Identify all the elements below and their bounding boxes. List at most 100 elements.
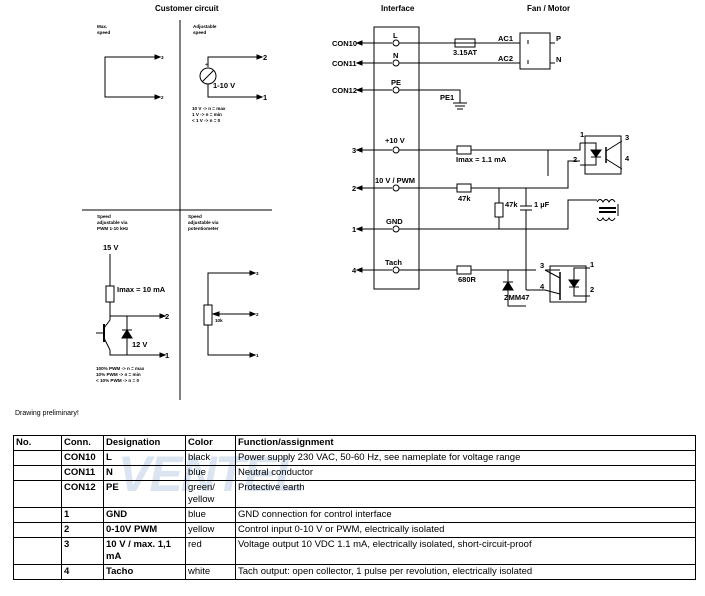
svg-text:P: P [556, 34, 561, 43]
connection-table: No. Conn. Designation Color Function/ass… [13, 435, 696, 580]
svg-text:10 V / PWM: 10 V / PWM [375, 176, 415, 185]
header-fan-motor: Fan / Motor [527, 4, 570, 13]
row-designation: 0-10V PWM [103, 522, 186, 538]
svg-text:N: N [393, 51, 398, 60]
svg-text:3: 3 [256, 271, 259, 276]
table-row: CON10 L black Power supply 230 VAC, 50-6… [13, 450, 696, 466]
svg-text:adjustable via: adjustable via [188, 220, 219, 225]
row-designation: L [103, 450, 186, 466]
svg-text:4: 4 [352, 266, 357, 275]
svg-text:PE: PE [391, 78, 401, 87]
svg-text:2: 2 [352, 184, 356, 193]
svg-text:1: 1 [165, 351, 169, 360]
svg-text:GND: GND [386, 217, 403, 226]
row-function: Tach output: open collector, 1 pulse per… [235, 564, 696, 580]
row-designation: PE [103, 480, 186, 508]
svg-text:AC1: AC1 [498, 34, 513, 43]
svg-text:1 µF: 1 µF [534, 200, 550, 209]
svg-text:3: 3 [625, 133, 629, 142]
row-color: green/ yellow [185, 480, 236, 508]
svg-text:speed: speed [193, 30, 206, 35]
row-function: Control input 0-10 V or PWM, electricall… [235, 522, 696, 538]
svg-text:1 V -> n = min: 1 V -> n = min [192, 112, 222, 117]
transformer-icon [580, 199, 619, 221]
table-row: 2 0-10V PWM yellow Control input 0-10 V … [13, 522, 696, 538]
header-no: No. [13, 435, 62, 451]
svg-text:Imax = 10 mA: Imax = 10 mA [117, 285, 166, 294]
svg-text:Speed: Speed [188, 214, 202, 219]
power-section: CON10 CON11 CON12 L N PE 3.15AT PE1 [332, 31, 520, 110]
row-designation: GND [103, 507, 186, 523]
svg-text:< 1 V -> n = 0: < 1 V -> n = 0 [192, 118, 221, 123]
row-conn: CON11 [61, 465, 104, 481]
row-conn: CON10 [61, 450, 104, 466]
svg-text:AC2: AC2 [498, 54, 513, 63]
svg-text:+: + [205, 62, 208, 67]
row-color: black [185, 450, 236, 466]
row-no [13, 564, 62, 580]
optocoupler-1: 1 2 3 4 [573, 130, 630, 175]
svg-text:CON11: CON11 [332, 59, 357, 68]
svg-text:3: 3 [161, 55, 164, 60]
svg-text:N: N [556, 55, 561, 64]
row-color: blue [185, 465, 236, 481]
row-color: red [185, 537, 236, 565]
fan-motor-block: AC1 AC2 P N [498, 32, 561, 70]
svg-text:2: 2 [256, 312, 259, 317]
svg-text:100% PWM -> n = max: 100% PWM -> n = max [96, 366, 145, 371]
row-color: white [185, 564, 236, 580]
svg-text:47k: 47k [458, 194, 471, 203]
row-conn: CON12 [61, 480, 104, 508]
drawing-preliminary-note: Drawing preliminary! [15, 410, 79, 417]
svg-text:1: 1 [263, 93, 267, 102]
row-color: blue [185, 507, 236, 523]
svg-text:Tach: Tach [385, 258, 402, 267]
svg-text:10k: 10k [215, 318, 223, 323]
svg-text:Adjustable: Adjustable [193, 24, 217, 29]
svg-text:2: 2 [165, 312, 169, 321]
svg-text:PWM 1-10 kHz: PWM 1-10 kHz [97, 226, 129, 231]
svg-text:CON10: CON10 [332, 39, 357, 48]
svg-text:10 V -> n = max: 10 V -> n = max [192, 106, 226, 111]
max-speed-block: Max. speed 3 2 [97, 24, 164, 100]
row-no [13, 507, 62, 523]
header-customer-circuit: Customer circuit [155, 4, 219, 13]
svg-text:3.15AT: 3.15AT [453, 48, 477, 57]
svg-text:3: 3 [352, 146, 356, 155]
svg-text:Max.: Max. [97, 24, 107, 29]
optocoupler-2: 3 4 1 2 [540, 260, 594, 303]
row-conn: 4 [61, 564, 104, 580]
table-row: CON11 N blue Neutral conductor [13, 465, 696, 481]
signal-section: 3 2 1 4 +10 V 10 V / PWM GND Tach Imax =… [352, 136, 580, 307]
table-row: 1 GND blue GND connection for control in… [13, 507, 696, 523]
row-conn: 1 [61, 507, 104, 523]
svg-text:15 V: 15 V [103, 243, 118, 252]
row-no [13, 522, 62, 538]
svg-text:4: 4 [540, 282, 545, 291]
svg-text:+10 V: +10 V [385, 136, 405, 145]
svg-text:3: 3 [540, 261, 544, 270]
header-function: Function/assignment [235, 435, 696, 451]
row-conn: 2 [61, 522, 104, 538]
svg-text:12 V: 12 V [132, 340, 147, 349]
row-designation: Tacho [103, 564, 186, 580]
header-interface: Interface [381, 4, 415, 13]
row-no [13, 537, 62, 565]
table-row: 4 Tacho white Tach output: open collecto… [13, 564, 696, 580]
svg-text:1: 1 [256, 353, 259, 358]
svg-text:speed: speed [97, 30, 110, 35]
svg-text:L: L [393, 31, 398, 40]
svg-text:2: 2 [161, 95, 164, 100]
header-color: Color [185, 435, 236, 451]
svg-text:47k: 47k [505, 200, 518, 209]
svg-text:680R: 680R [458, 275, 477, 284]
table-row: CON12 PE green/ yellow Protective earth [13, 480, 696, 508]
table-row: 3 10 V / max. 1,1 mA red Voltage output … [13, 537, 696, 565]
row-designation: N [103, 465, 186, 481]
svg-text:potentiometer: potentiometer [188, 226, 219, 231]
header-conn: Conn. [61, 435, 104, 451]
svg-text:CON12: CON12 [332, 86, 357, 95]
adjustable-speed-block: Adjustable speed + 2 1 1-10 V 10 V -> n … [192, 24, 267, 123]
svg-text:1: 1 [352, 225, 356, 234]
svg-text:4: 4 [625, 154, 630, 163]
